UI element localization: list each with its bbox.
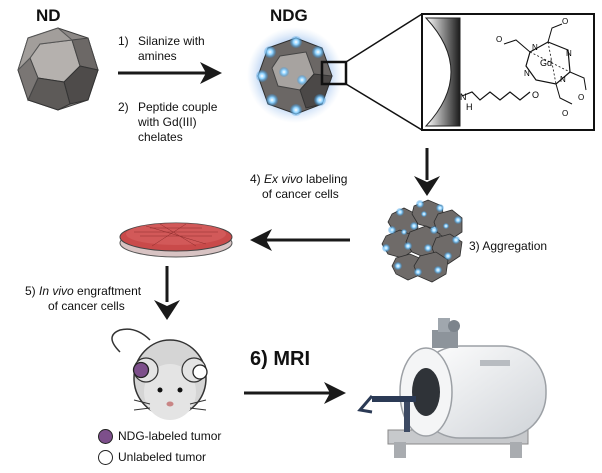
unlabeled-tumor-marker [192,364,208,380]
legend-label-unlabeled: Unlabeled tumor [118,450,207,464]
step2-number: 2) [118,100,129,114]
legend-label-labeled: NDG-labeled tumor [118,429,222,443]
chem-n-4: N [560,75,566,84]
step5-rest: engraftment [77,284,142,298]
labeled-tumor-marker [132,361,150,379]
step5-italic: In vivo [39,284,74,298]
arrow-aggregate [414,148,440,196]
legend-swatch-labeled [98,429,113,444]
step2-text-c: chelates [138,130,183,144]
ndg-aggregate-icon [381,199,463,283]
step1-text-b: amines [138,49,177,63]
arrow-engraft [154,266,180,320]
chem-o-1: O [496,35,502,44]
chem-n-2: N [566,49,572,58]
step2-text-a: Peptide couple [138,100,218,114]
step4-line1: 4) Ex vivo labeling [250,172,347,187]
arrow-functionalize [118,62,222,84]
step1-number: 1) [118,34,129,48]
step4-rest: labeling [306,172,348,186]
chem-o-3: O [578,93,584,102]
step5-number: 5) [25,284,36,298]
step2-text-b: with Gd(III) [138,115,197,129]
chem-o-4: O [562,109,568,118]
nd-title: ND [36,6,61,25]
step4-line2: of cancer cells [262,187,339,201]
chem-n-linker: N [460,92,467,102]
chem-n-3: N [524,69,530,78]
step5-line2: of cancer cells [48,299,125,313]
arrow-mri [244,382,346,404]
step4-italic: Ex vivo [264,172,303,186]
ndg-particle-icon [247,27,343,123]
step5-line1: 5) In vivo engraftment [25,284,141,299]
chem-gd-label: Gd [540,58,552,68]
ndg-title: NDG [270,6,308,25]
zoom-line-bottom [345,83,423,131]
mri-scanner-icon [357,318,547,458]
step3-text: 3) Aggregation [469,239,548,253]
legend-swatch-unlabeled [98,450,113,465]
chem-n-1: N [532,43,538,52]
step6-mri-label: 6) MRI [250,348,310,370]
arrow-label-cells [250,229,350,251]
mouse-icon [111,328,208,420]
step1-text-a: Silanize with [138,34,205,48]
zoom-selection-box [320,60,348,86]
chem-h-label: H [466,102,473,112]
chem-o-2: O [562,17,568,26]
zoom-line-top [345,13,423,63]
chem-o-amide: O [532,90,539,100]
nanodiamond-icon [17,27,99,111]
gd-chelate-dots [256,36,326,116]
chelate-structure-inset: H N O Gd N N N N O O O O [421,13,595,131]
petri-dish-icon [119,222,233,258]
step4-number: 4) [250,172,261,186]
